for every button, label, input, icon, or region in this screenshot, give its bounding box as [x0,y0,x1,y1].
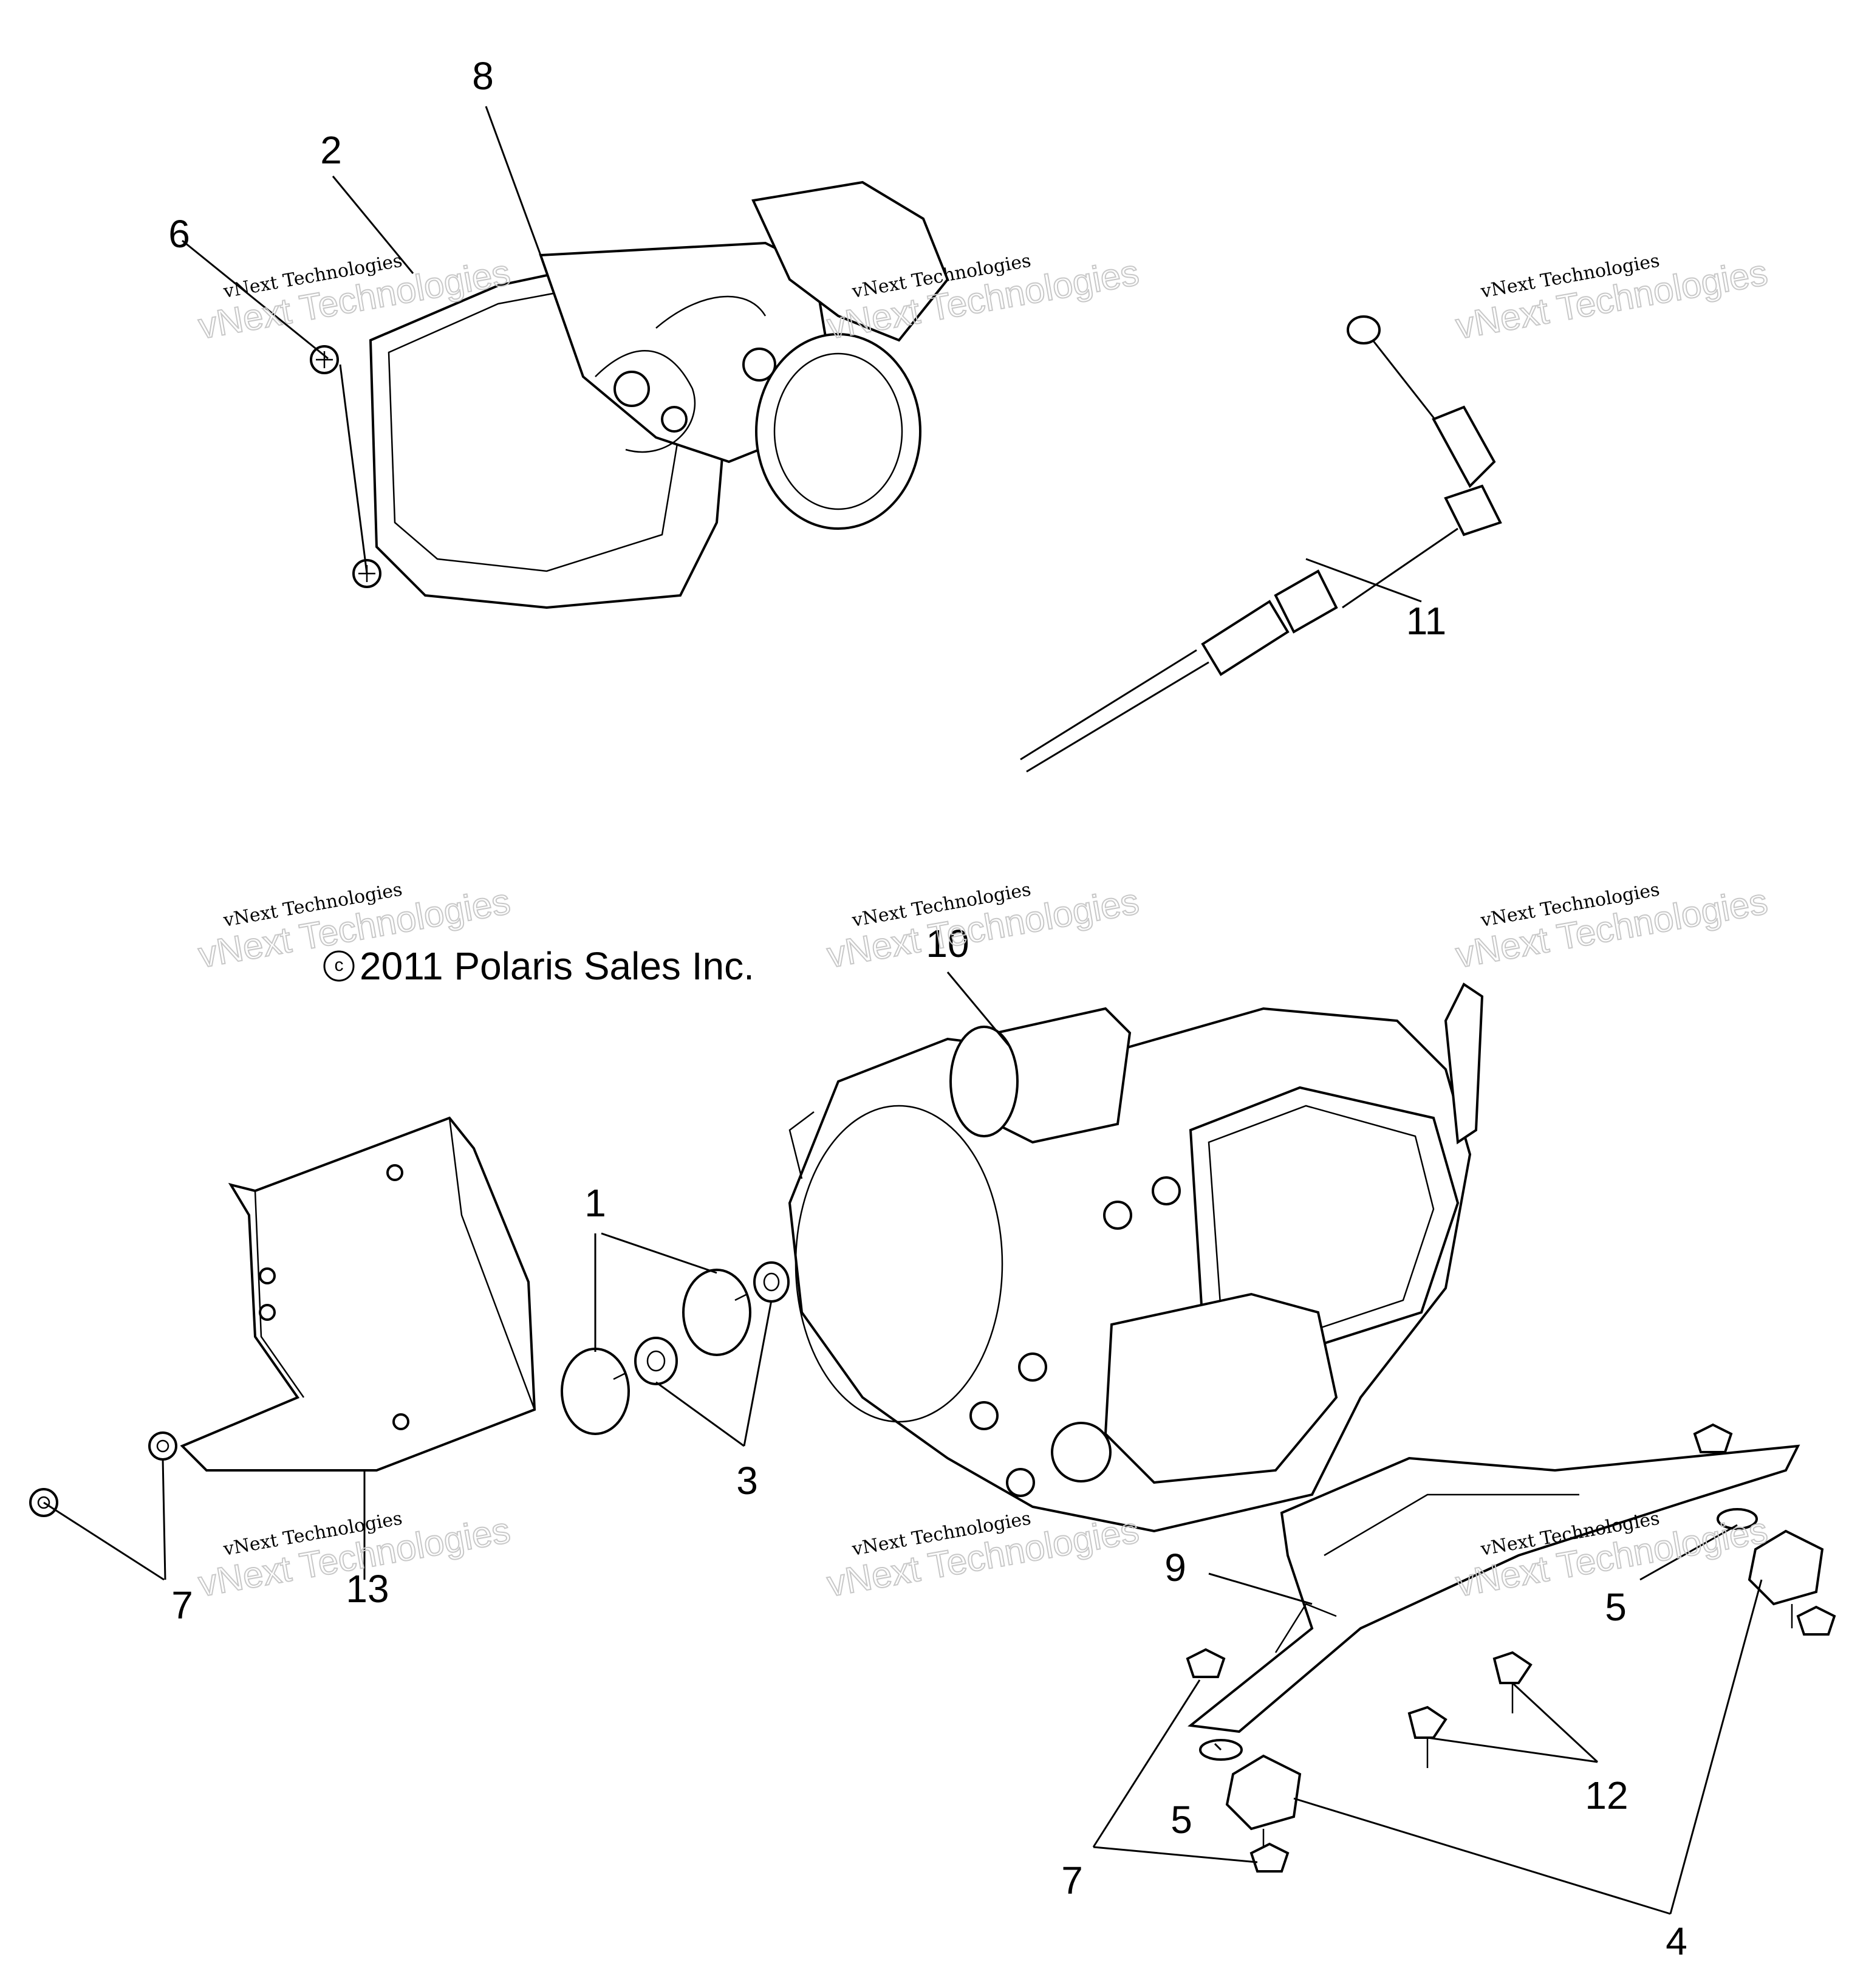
callout-2: 2 [320,128,342,172]
nut-7-center [1186,1648,1226,1678]
callout-6: 6 [168,212,190,256]
callout-7-left: 7 [171,1583,193,1627]
engine-mount-bracket [180,1116,536,1472]
engine-assembly [788,982,1484,1533]
leader-lines [43,106,1763,1915]
callout-9: 9 [1164,1546,1186,1589]
isolator-4-upper [1748,1529,1824,1628]
callout-11: 11 [1406,599,1446,643]
callout-1: 1 [584,1181,606,1225]
callout-4: 4 [1666,1919,1687,1963]
nut-7-right-upper [1796,1605,1836,1636]
copyright-text: 2011 Polaris Sales Inc. [360,944,754,988]
washer-left [634,1337,678,1385]
isolator-left [561,1348,630,1435]
copyright-notice: c 2011 Polaris Sales Inc. [323,944,754,988]
screw-6-top [310,345,339,374]
bolt-12-left [1407,1705,1447,1768]
isolator-right [682,1269,751,1356]
throttle-cable [1020,315,1502,773]
callout-10: 10 [926,922,969,965]
nut-7-left-b [148,1431,177,1461]
callout-3: 3 [736,1459,758,1503]
callout-7-lower: 7 [1061,1859,1083,1902]
washer-5-upper [1717,1508,1758,1530]
isolator-4-lower [1225,1754,1302,1853]
mount-plate [1188,1444,1800,1733]
watermark-6: vNext Technologies vNext Technologies [1452,879,1771,976]
nut-7-lower [1249,1842,1290,1873]
bolt-12-right [1492,1651,1533,1713]
nut-top-right [1693,1423,1733,1453]
callout-5-lower: 5 [1171,1798,1192,1842]
copyright-symbol: c [335,955,344,975]
callout-12: 12 [1585,1774,1628,1817]
washer-right [753,1261,790,1303]
callout-8: 8 [472,54,494,98]
callout-13: 13 [346,1567,389,1611]
throttle-body-assembly [369,180,949,609]
watermark-5: vNext Technologies vNext Technologies [824,879,1143,976]
copyright-circle [323,950,355,982]
callout-5-upper: 5 [1605,1585,1627,1629]
watermark-3: vNext Technologies vNext Technologies [1452,250,1771,348]
